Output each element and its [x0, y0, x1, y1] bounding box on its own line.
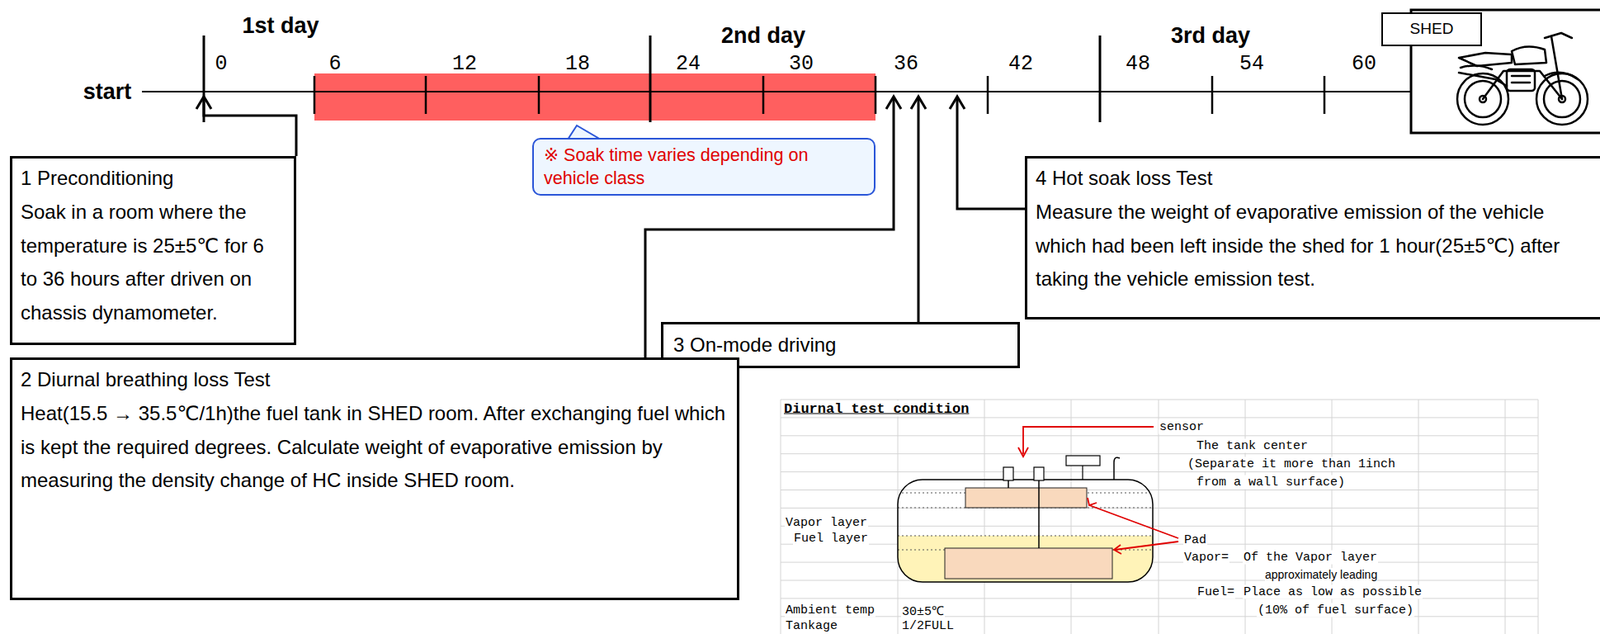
- red-leaders: [1018, 426, 1179, 554]
- box-body: Heat(15.5 → 35.5℃/1h)the fuel tank in SH…: [20, 396, 729, 498]
- table-cell: 1/2FULL: [901, 618, 955, 633]
- box-body: Measure the weight of evaporative emissi…: [1035, 195, 1592, 297]
- table-cell: Of the Vapor layer: [1242, 550, 1379, 565]
- table-cell: The tank center: [1195, 438, 1309, 454]
- day-label: 2nd day: [721, 23, 806, 49]
- table-cell: Place as low as possible: [1242, 585, 1423, 600]
- hour-number: 30: [788, 51, 814, 76]
- hour-number: 36: [893, 51, 919, 76]
- table-grid: [780, 399, 1539, 634]
- box-heading: 4 Hot soak loss Test: [1035, 161, 1592, 196]
- table-cell: from a wall surface): [1195, 475, 1346, 490]
- table-cell: 30±5℃: [901, 601, 945, 619]
- timeline-axis: [141, 90, 1440, 93]
- box-heading: 2 Diurnal breathing loss Test: [20, 363, 729, 397]
- shed-label-box: SHED: [1381, 12, 1483, 47]
- table-cell: Fuel=: [1196, 585, 1236, 600]
- table-cell: Vapor=: [1183, 550, 1230, 565]
- note-callout: ※ Soak time varies depending on vehicle …: [532, 137, 876, 196]
- day-ticks: [203, 35, 1100, 123]
- table-cell: sensor: [1158, 420, 1205, 435]
- table-cell: (10% of fuel surface): [1256, 603, 1415, 618]
- leader-arrows: [196, 96, 1025, 358]
- fuel-tank: [897, 455, 1153, 586]
- day-label: 3rd day: [1170, 23, 1251, 49]
- timeline-start: start: [83, 79, 133, 105]
- table-cell: Fuel layer: [792, 531, 869, 546]
- hour-number: 60: [1351, 51, 1377, 76]
- hour-ticks: [314, 75, 1437, 114]
- table-cell: approximately leading: [1264, 567, 1378, 581]
- hour-number: 24: [675, 51, 701, 76]
- hour-number: 48: [1125, 51, 1151, 76]
- table-cell: Vapor layer: [784, 515, 869, 530]
- hour-number: 0: [214, 51, 227, 76]
- day-label: 1st day: [241, 13, 319, 39]
- hour-number: 18: [565, 51, 590, 76]
- box-heading: SHED: [1386, 14, 1478, 43]
- table-cell: (Separate it more than 1inch: [1186, 457, 1397, 472]
- motorcycle-illustration: [1457, 33, 1588, 125]
- table-cell: Ambient temp: [784, 603, 876, 618]
- part-label: Pad: [1183, 533, 1208, 548]
- hour-number: 12: [452, 51, 477, 76]
- box-heading: 1 Preconditioning: [20, 161, 286, 196]
- hour-number: 54: [1239, 51, 1265, 76]
- box-body: Soak in a room where the temperature is …: [20, 195, 286, 331]
- table-cell: Tankage: [784, 618, 839, 633]
- table-title: Diurnal test condition: [783, 401, 969, 417]
- step-box: 4 Hot soak loss TestMeasure the weight o…: [1024, 155, 1600, 320]
- hour-number: 6: [328, 51, 341, 76]
- step-box: 2 Diurnal breathing loss TestHeat(15.5 →…: [9, 357, 740, 600]
- step-box: 1 PreconditioningSoak in a room where th…: [9, 155, 297, 345]
- box-heading: ※ Soak time varies depending on vehicle …: [543, 143, 864, 190]
- soak-band: [314, 73, 876, 121]
- hour-number: 42: [1008, 51, 1034, 76]
